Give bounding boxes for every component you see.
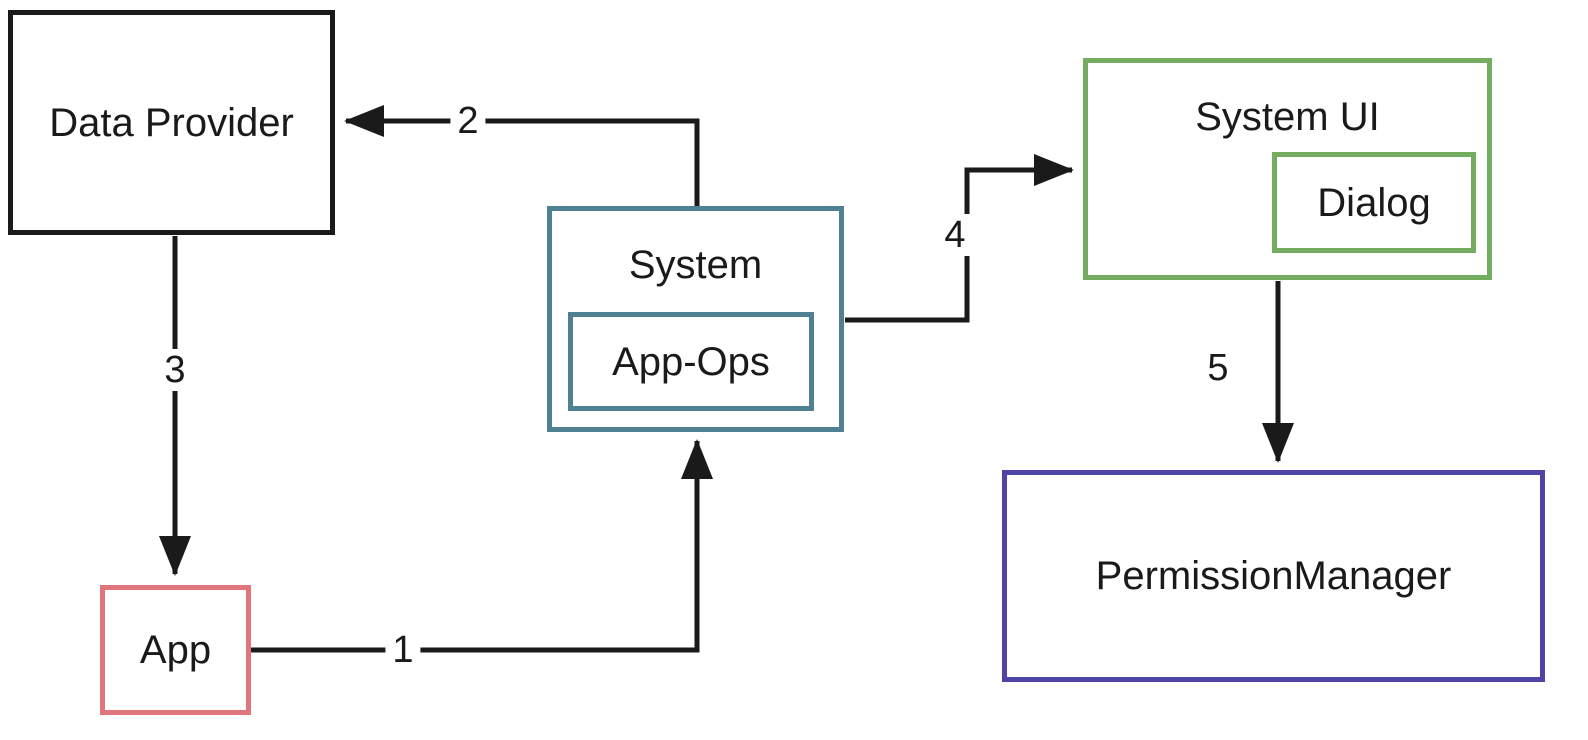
node-data-provider[interactable]: Data Provider — [8, 10, 335, 235]
node-label-data-provider: Data Provider — [49, 100, 294, 145]
node-dialog[interactable]: Dialog — [1272, 152, 1476, 253]
node-label-app-ops: App-Ops — [612, 339, 770, 384]
node-label-app: App — [139, 628, 212, 672]
node-app[interactable]: App — [100, 585, 251, 715]
edge-label-4: 4 — [937, 214, 973, 256]
edge-label-3: 3 — [157, 349, 193, 391]
edge-label-5: 5 — [1200, 347, 1236, 389]
edge-edge-2 — [343, 105, 700, 206]
node-label-permission-manager: PermissionManager — [1095, 554, 1452, 598]
node-label-dialog: Dialog — [1317, 180, 1431, 225]
edge-label-1: 1 — [385, 629, 421, 671]
node-label-system-ui: System UI — [1195, 95, 1380, 139]
edge-label-2: 2 — [450, 100, 486, 142]
node-label-system: System — [628, 243, 763, 287]
node-permission-manager[interactable]: PermissionManager — [1002, 470, 1545, 682]
edge-edge-1 — [251, 438, 713, 653]
node-app-ops[interactable]: App-Ops — [568, 312, 814, 411]
